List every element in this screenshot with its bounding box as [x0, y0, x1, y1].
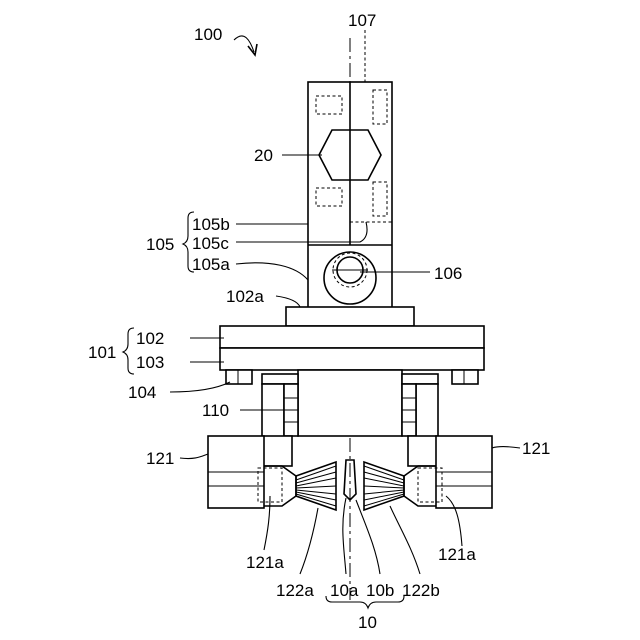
brace-101 [123, 328, 134, 374]
leader-10a [343, 498, 346, 574]
right-bracket-cap [402, 374, 438, 384]
right-bracket-foot [408, 436, 438, 466]
leader-10b [356, 500, 380, 574]
label-122b: 122b [402, 581, 440, 600]
label-104: 104 [128, 383, 156, 402]
left-bracket-leg [262, 384, 284, 440]
label-10a: 10a [330, 581, 359, 600]
label-122a: 122a [276, 581, 314, 600]
label-105: 105 [146, 235, 174, 254]
nozzle-121a-right-tip [404, 466, 436, 506]
label-121-left: 121 [146, 449, 174, 468]
leader-105a [236, 263, 308, 280]
spray-122a-left [296, 462, 336, 510]
leader-104 [170, 382, 230, 392]
nozzle-121a-left-tip [264, 466, 296, 506]
label-110: 110 [202, 401, 229, 420]
label-105b: 105b [192, 215, 230, 234]
leader-102a [276, 296, 300, 307]
leader-122b [390, 506, 420, 574]
label-10b: 10b [366, 581, 394, 600]
label-102a: 102a [226, 287, 264, 306]
bolt-104-right [452, 370, 478, 384]
right-bracket-leg [416, 384, 438, 440]
leader-121a-left [264, 496, 270, 550]
plate-103 [220, 348, 484, 370]
base-step-102a [286, 307, 414, 326]
leader-121-left [180, 454, 208, 459]
left-bracket-foot [262, 436, 292, 466]
plate-102 [220, 326, 484, 348]
label-121-right: 121 [522, 439, 550, 458]
spray-122b-right [364, 462, 404, 510]
label-10: 10 [358, 613, 377, 632]
label-101: 101 [88, 343, 116, 362]
left-bracket-cap [262, 374, 298, 384]
label-121a-right: 121a [438, 545, 476, 564]
label-102: 102 [136, 329, 164, 348]
arrow-100-head [248, 44, 257, 55]
leader-122a [300, 508, 318, 574]
label-20: 20 [254, 146, 273, 165]
label-121a-left: 121a [246, 553, 284, 572]
label-103: 103 [136, 353, 164, 372]
label-105a: 105a [192, 255, 230, 274]
label-107: 107 [348, 11, 376, 30]
label-106: 106 [434, 264, 462, 283]
central-block [298, 370, 402, 436]
label-105c: 105c [192, 234, 229, 253]
label-100: 100 [194, 25, 222, 44]
leader-121-right [492, 447, 520, 449]
